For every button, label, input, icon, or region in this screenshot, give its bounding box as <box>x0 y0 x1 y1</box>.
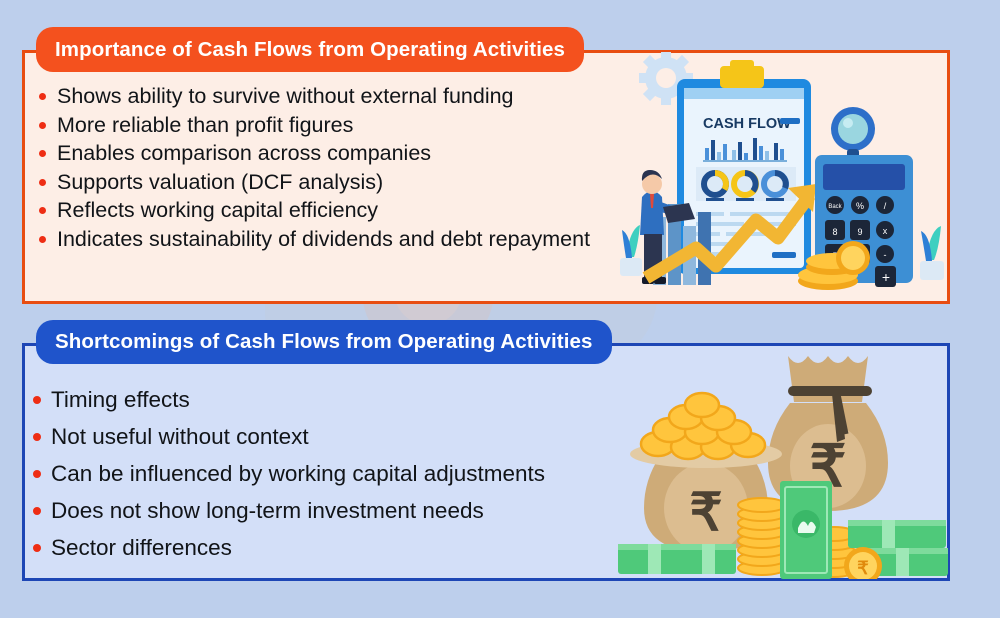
svg-text:9: 9 <box>857 227 862 237</box>
gold-coin-stack <box>737 497 787 576</box>
list-item: Shows ability to survive without externa… <box>36 82 590 111</box>
rupee-symbol: ₹ <box>857 558 869 578</box>
svg-text:Back: Back <box>828 204 842 210</box>
potted-plant <box>620 225 642 276</box>
list-item: Does not show long-term investment needs <box>30 492 545 529</box>
rupee-coin: ₹ <box>844 547 882 579</box>
shortcomings-header-label: Shortcomings of Cash Flows from Operatin… <box>55 330 593 353</box>
list-item: Indicates sustainability of dividends an… <box>36 225 590 254</box>
potted-plant <box>920 226 944 280</box>
list-item: Supports valuation (DCF analysis) <box>36 168 590 197</box>
importance-bullet-list: Shows ability to survive without externa… <box>36 82 590 254</box>
money-bag-with-coins: ₹ <box>630 391 782 553</box>
growth-arrow <box>642 184 816 284</box>
banknote-bundle <box>860 548 948 576</box>
svg-text:%: % <box>856 201 864 211</box>
svg-text:x: x <box>883 226 888 236</box>
gold-coins <box>798 241 870 290</box>
banknote-bundle <box>848 520 946 548</box>
bar-chart <box>703 138 787 162</box>
list-item: Reflects working capital efficiency <box>36 196 590 225</box>
shortcomings-bullet-list: Timing effects Not useful without contex… <box>30 381 545 566</box>
svg-text:-: - <box>884 250 887 260</box>
donut-chart <box>701 170 789 201</box>
list-item: Can be influenced by working capital adj… <box>30 455 545 492</box>
svg-text:/: / <box>884 201 887 211</box>
list-item: More reliable than profit figures <box>36 111 590 140</box>
list-item: Sector differences <box>30 529 545 566</box>
importance-header-label: Importance of Cash Flows from Operating … <box>55 37 565 61</box>
cash-flow-report-illustration: CASH FLOW <box>620 52 950 302</box>
money-bags-illustration: ₹ ₹ <box>610 348 950 579</box>
importance-header-pill: Importance of Cash Flows from Operating … <box>36 27 584 72</box>
list-item: Enables comparison across companies <box>36 139 590 168</box>
list-item: Not useful without context <box>30 418 545 455</box>
banknote-bundle <box>618 544 736 574</box>
svg-text:+: + <box>882 269 890 285</box>
magnifier-icon <box>831 107 875 167</box>
shortcomings-header-pill: Shortcomings of Cash Flows from Operatin… <box>36 320 612 364</box>
clipboard-title: CASH FLOW <box>703 116 791 132</box>
banknote <box>780 481 832 579</box>
svg-text:8: 8 <box>832 227 837 237</box>
rupee-symbol: ₹ <box>689 484 722 542</box>
list-item: Timing effects <box>30 381 545 418</box>
